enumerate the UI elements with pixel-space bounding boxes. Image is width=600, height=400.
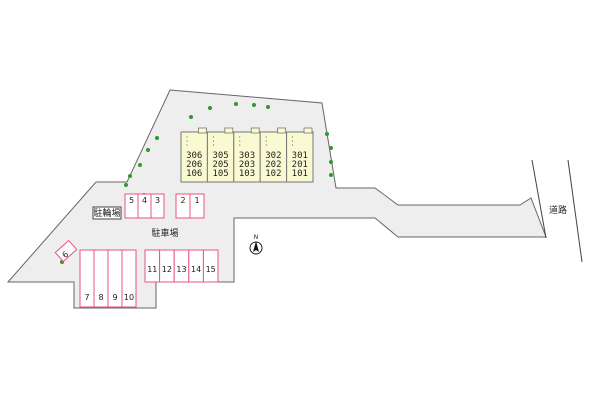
parking-space: 3	[150, 193, 165, 219]
unit-number: 102	[265, 169, 281, 179]
parking-space: 9	[107, 249, 123, 308]
unit-number: 106	[186, 169, 202, 179]
parking-space-number: 4	[142, 196, 147, 205]
parking-space: 1	[189, 193, 205, 219]
tree-icon	[252, 103, 256, 107]
parking-space-number: 6	[61, 250, 71, 260]
unit-number: 101	[292, 169, 308, 179]
parking-space: 10	[121, 249, 137, 308]
north-arrow: N	[249, 234, 263, 255]
parking-space-number: 1	[194, 196, 199, 205]
parking-space: 12	[159, 249, 175, 283]
parking-space-number: 13	[176, 265, 186, 274]
parking-space: 11	[144, 249, 161, 283]
building-entrance	[277, 127, 287, 134]
unit-number: 301	[292, 151, 308, 161]
parking-label: 駐車場	[151, 227, 178, 239]
parking-space: 13	[173, 249, 190, 283]
bicycle-parking-box	[92, 206, 122, 220]
road-label: 道路	[549, 204, 567, 216]
site-area	[6, 89, 547, 309]
tree-icon	[329, 146, 333, 150]
tree-icon	[329, 160, 333, 164]
road-line-left	[531, 159, 547, 239]
tree-icon	[329, 173, 333, 177]
unit-number: 305	[212, 151, 228, 161]
parking-space: 2	[175, 193, 191, 219]
unit-number: 302	[265, 151, 281, 161]
building-entrance	[250, 127, 260, 134]
bicycle-parking-label: 駐輪場	[93, 207, 120, 219]
unit-number: 201	[292, 160, 308, 170]
road-line-right	[567, 159, 583, 263]
parking-space: 15	[202, 249, 219, 283]
tree-icon	[138, 163, 142, 167]
tree-icon	[189, 115, 193, 119]
building-outline	[206, 131, 235, 183]
unit-number: 105	[212, 169, 228, 179]
unit-number: 203	[239, 160, 255, 170]
parking-space-number: 5	[129, 196, 134, 205]
bicycle-parking: 駐輪場	[92, 206, 122, 220]
parking-space-box	[150, 193, 165, 219]
tree-icon	[128, 174, 132, 178]
unit-number: 206	[186, 160, 202, 170]
parking-space-number: 10	[124, 293, 134, 302]
tree-icon	[266, 105, 270, 109]
parking-space-box	[202, 249, 219, 283]
parking-space: 7	[79, 249, 95, 308]
building-outline	[180, 131, 208, 183]
building-outline	[286, 131, 314, 183]
building-entrance	[224, 127, 234, 134]
parking-space: 5	[124, 193, 139, 219]
parking-space-number: 3	[155, 196, 160, 205]
parking-space-number: 12	[162, 265, 172, 274]
building-entrance	[197, 127, 207, 134]
unit-number: 306	[186, 151, 202, 161]
parking-space-box	[54, 239, 78, 263]
parking-space-number: 15	[206, 265, 216, 274]
unit-number: 303	[239, 151, 255, 161]
tree-icon	[146, 148, 150, 152]
parking-space: 14	[188, 249, 204, 283]
building-entrance	[303, 127, 313, 134]
parking-space: 6	[54, 239, 78, 263]
parking-space-number: 2	[180, 196, 185, 205]
parking-space-number: 14	[191, 265, 201, 274]
unit-number: 202	[265, 160, 281, 170]
unit-number: 205	[212, 160, 228, 170]
tree-markers	[60, 102, 333, 264]
apartment-buildings: 3062061063052051053032031033022021023012…	[180, 127, 314, 183]
parking-space: 4	[137, 193, 152, 219]
tree-icon	[234, 102, 238, 106]
tree-icon	[124, 183, 128, 187]
building-outline	[233, 131, 261, 183]
parking-space-number: 8	[98, 293, 103, 302]
parking-space-box	[189, 193, 205, 219]
tree-icon	[155, 136, 159, 140]
tree-icon	[208, 106, 212, 110]
unit-number: 103	[239, 169, 255, 179]
north-label: N	[254, 234, 259, 241]
parking-space: 8	[93, 249, 109, 308]
parking-space-number: 9	[112, 293, 117, 302]
parking-space-number: 7	[84, 293, 89, 302]
building-outline	[259, 131, 288, 183]
parking-space-number: 11	[147, 265, 157, 274]
parking-space-box	[121, 249, 137, 308]
tree-icon	[325, 132, 329, 136]
north-arrow-icon	[253, 241, 259, 252]
